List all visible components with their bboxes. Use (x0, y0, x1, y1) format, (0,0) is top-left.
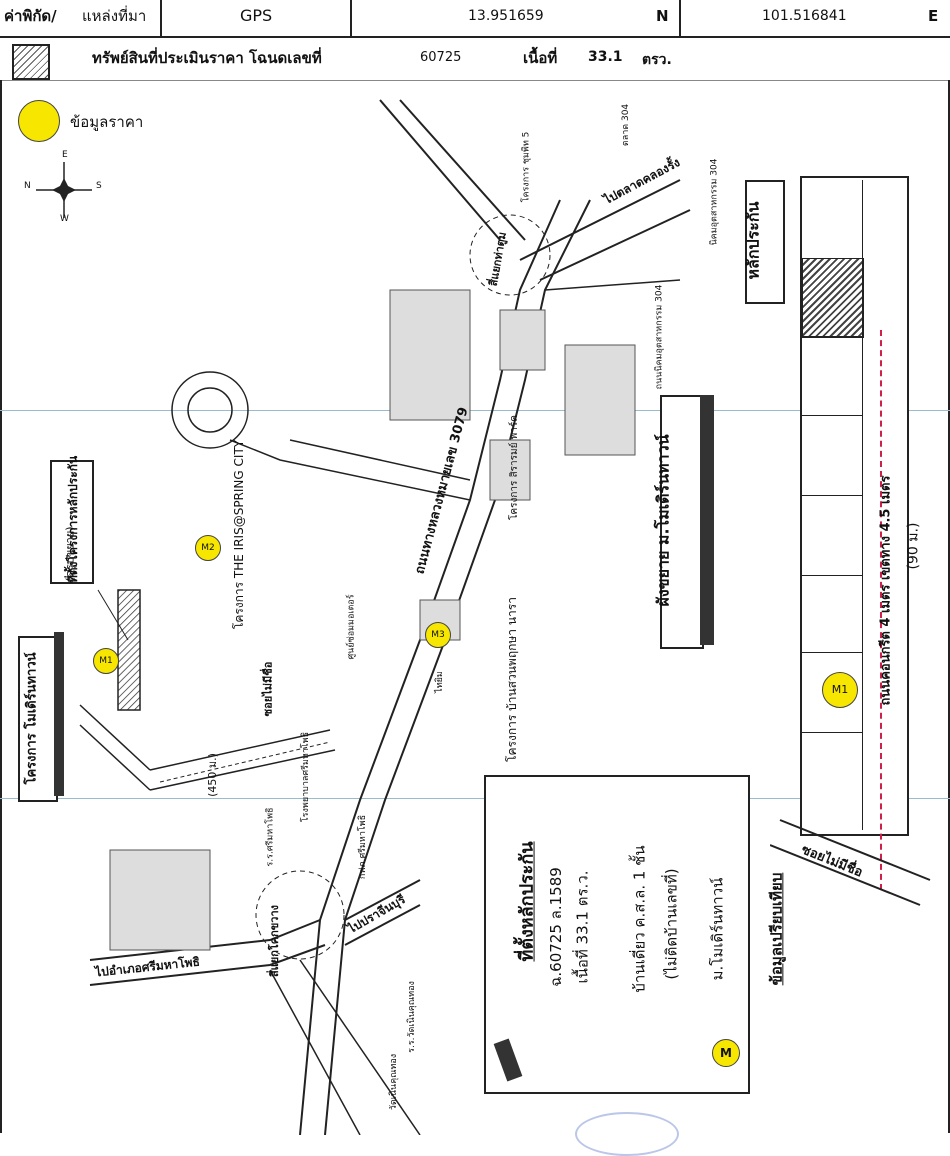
hospital-label: โรงพยาบาลศรีมหาโพธิ (301, 731, 312, 823)
note-title: ที่ตั้งหลักประกัน (516, 841, 538, 962)
source-label: แหล่งที่มา (82, 7, 147, 25)
soi-maimue-label: ซอยไม่มีชื่อ (261, 661, 275, 717)
compass-south: S (96, 181, 102, 191)
note-area: เนื้อที่ 33.1 ตร.ว. (573, 870, 592, 984)
iris-project-label: โครงการ THE IRIS@SPRING CITY (232, 439, 247, 630)
m2-label: M2 (201, 543, 215, 553)
modern-town-box (18, 636, 58, 802)
fold-line (0, 410, 950, 411)
m3-label: M3 (431, 630, 445, 640)
map-frame (0, 80, 950, 1133)
modern-town-label: โครงการ โมเดิร์นทาวน์ (24, 652, 40, 785)
m1-marker[interactable]: M1 (93, 648, 119, 674)
price-info-label: ข้อมูลราคา (70, 113, 144, 131)
wat-khokthong-label: วัดเนินคุณทอง (389, 1053, 400, 1111)
fold-line (0, 798, 950, 799)
note-building: บ้านเดี่ยว ค.ส.ล. 1 ชั้น (630, 845, 649, 993)
coordinate-header: ค่าพิกัด/ แหล่งที่มา GPS 13.951659 N 101… (0, 0, 950, 38)
collateral-title-box (745, 180, 785, 304)
area-label: เนื้อที่ (523, 49, 558, 67)
note-village: ม.โมเดิร์นทาวน์ (708, 877, 727, 981)
school-khokthong-label: ร.ร.วัดเนินคุณทอง (406, 981, 417, 1053)
note-m-badge-label: M (720, 1046, 732, 1060)
source-value: GPS (240, 6, 273, 25)
zoom-m1-marker[interactable]: M1 (822, 672, 858, 708)
coord-label: ค่าพิกัด/ (4, 7, 57, 25)
m3-marker[interactable]: M3 (425, 622, 451, 648)
road-304-label: ถนนนิคมอุตสาหกรรม 304 (654, 284, 665, 390)
subject-text: ทรัพย์สินที่ประเมินราคา โฉนดเลขที่ (92, 49, 322, 67)
project-siri-label: โครงการ สิรารมย์ พาร์ค (508, 415, 520, 520)
tesco-label: ไทยิม (434, 671, 445, 693)
longitude-direction: E (928, 7, 939, 25)
compass-west: W (60, 214, 69, 224)
pea-office-label: กฟภ.ศรีมหาโพธิ (358, 814, 369, 880)
area-unit: ตรว. (642, 52, 672, 68)
zoom-panel-title: ผังขยาย ม.โมเดิร์นทาวน์ (653, 434, 673, 607)
khokwang-junction-label: สี่แยกโคกขวาง (268, 904, 282, 978)
collateral-lot[interactable] (802, 258, 864, 338)
market-304-label: ตลาด 304 (621, 103, 632, 147)
repair-center-label: ศูนย์ซ่อมมอเตอร์ (346, 594, 357, 660)
note-m-badge: M (712, 1039, 740, 1067)
m1-label: M1 (99, 656, 113, 666)
distance-450-label: (450 ม.) (205, 753, 219, 797)
latitude-direction: N (656, 7, 669, 25)
industrial-304-label: นิคมอุตสาหกรรม 304 (709, 158, 720, 246)
modern-town-shadow (54, 632, 64, 796)
road-length: (90 ม.) (905, 522, 922, 570)
hatch-legend-icon (12, 44, 50, 80)
subject-row: ทรัพย์สินที่ประเมินราคา โฉนดเลขที่ 60725… (0, 38, 950, 81)
project-sukhumvit-label: โครงการ ชุมพิท 5 (521, 131, 532, 203)
compass-east: E (62, 150, 68, 160)
soi-road (770, 819, 931, 906)
road-description: ถนนคอนกรีต 4 เมตร เขตทาง 4.5 เมตร (878, 475, 894, 706)
longitude-value: 101.516841 (762, 8, 847, 24)
deed-number: 60725 (420, 50, 462, 65)
site-enlarge-label: (ดูรูปขยาย) (63, 526, 77, 582)
price-marker-icon (18, 100, 60, 142)
stamp-mark (575, 1112, 679, 1156)
header-divider (350, 0, 352, 36)
project-suansiri-label: โครงการ บ้านสวนพฤกษา นารา (504, 597, 519, 762)
note-no-number: (ไม่ติดบ้านเลขที่) (662, 868, 681, 980)
collateral-note-box: ที่ตั้งหลักประกัน ฉ.60725 ล.1589 เนื้อที… (484, 775, 785, 1094)
note-m-desc: ข้อมูลเปรียบเทียบ (767, 872, 786, 986)
note-deed: ฉ.60725 ล.1589 (546, 867, 565, 987)
project-site-callout (50, 460, 94, 584)
compass-icon (36, 162, 92, 218)
zoom-title-shadow (700, 395, 714, 645)
school-srimahaphot-label: ร.ร.ศรีมหาโพธิ (265, 807, 276, 867)
road-dimension-line (880, 330, 882, 890)
m2-marker[interactable]: M2 (195, 535, 221, 561)
collateral-title: หลักประกัน (743, 201, 763, 280)
compass-north: N (24, 181, 31, 191)
latitude-value: 13.951659 (468, 8, 544, 24)
area-value: 33.1 (588, 49, 623, 65)
header-divider (679, 0, 681, 36)
road-network (79, 99, 691, 1135)
zoom-m1-label: M1 (831, 683, 849, 696)
header-divider (160, 0, 162, 36)
